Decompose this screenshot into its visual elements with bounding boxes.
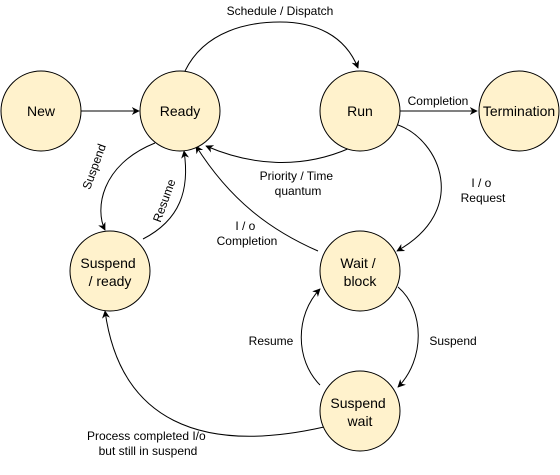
edge-ready-to-suspend-ready bbox=[98, 142, 156, 231]
state-new-label: New bbox=[27, 103, 56, 119]
label-priority-time-quantum: Priority / Time quantum bbox=[260, 169, 337, 198]
state-suspend-wait-label: Suspend wait bbox=[330, 395, 389, 429]
state-ready-label: Ready bbox=[160, 103, 200, 119]
edge-suspend-ready-to-ready bbox=[142, 150, 190, 240]
edge-wait-to-ready bbox=[195, 145, 319, 252]
state-wait-block: Wait / block bbox=[319, 230, 401, 312]
state-run-label: Run bbox=[347, 103, 373, 119]
edge-wait-to-suspend-wait bbox=[397, 286, 419, 388]
label-resume-ready-side: Resume bbox=[150, 177, 179, 224]
edge-ready-to-run bbox=[184, 21, 360, 72]
state-suspend-ready: Suspend / ready bbox=[69, 230, 151, 312]
states: New Ready Run Termination Suspend / read… bbox=[0, 70, 560, 452]
label-resume-wait-side: Resume bbox=[249, 334, 294, 348]
label-process-completed: Process completed I/o but still in suspe… bbox=[87, 429, 209, 458]
state-suspend-ready-label: Suspend / ready bbox=[80, 255, 139, 289]
state-suspend-wait: Suspend wait bbox=[319, 370, 401, 452]
state-new: New bbox=[0, 70, 82, 152]
state-wait-block-label: Wait / block bbox=[340, 255, 379, 289]
label-completion: Completion bbox=[408, 94, 469, 108]
label-suspend-wait-side: Suspend bbox=[429, 334, 476, 348]
state-termination: Termination bbox=[478, 70, 560, 152]
label-io-completion: I / o Completion bbox=[217, 219, 278, 248]
label-suspend-ready-side: Suspend bbox=[80, 142, 109, 191]
state-run: Run bbox=[319, 70, 401, 152]
transitions bbox=[81, 21, 478, 437]
edge-run-to-wait bbox=[396, 124, 442, 252]
edge-run-to-ready bbox=[205, 145, 351, 163]
label-io-request: I / o Request bbox=[461, 176, 506, 205]
transition-labels: Schedule / Dispatch Completion Priority … bbox=[80, 4, 506, 458]
edge-suspend-wait-to-suspend-ready bbox=[102, 310, 325, 437]
edge-suspend-wait-to-wait bbox=[300, 288, 321, 386]
label-schedule-dispatch: Schedule / Dispatch bbox=[227, 4, 334, 18]
state-ready: Ready bbox=[139, 70, 221, 152]
state-termination-label: Termination bbox=[483, 103, 555, 119]
